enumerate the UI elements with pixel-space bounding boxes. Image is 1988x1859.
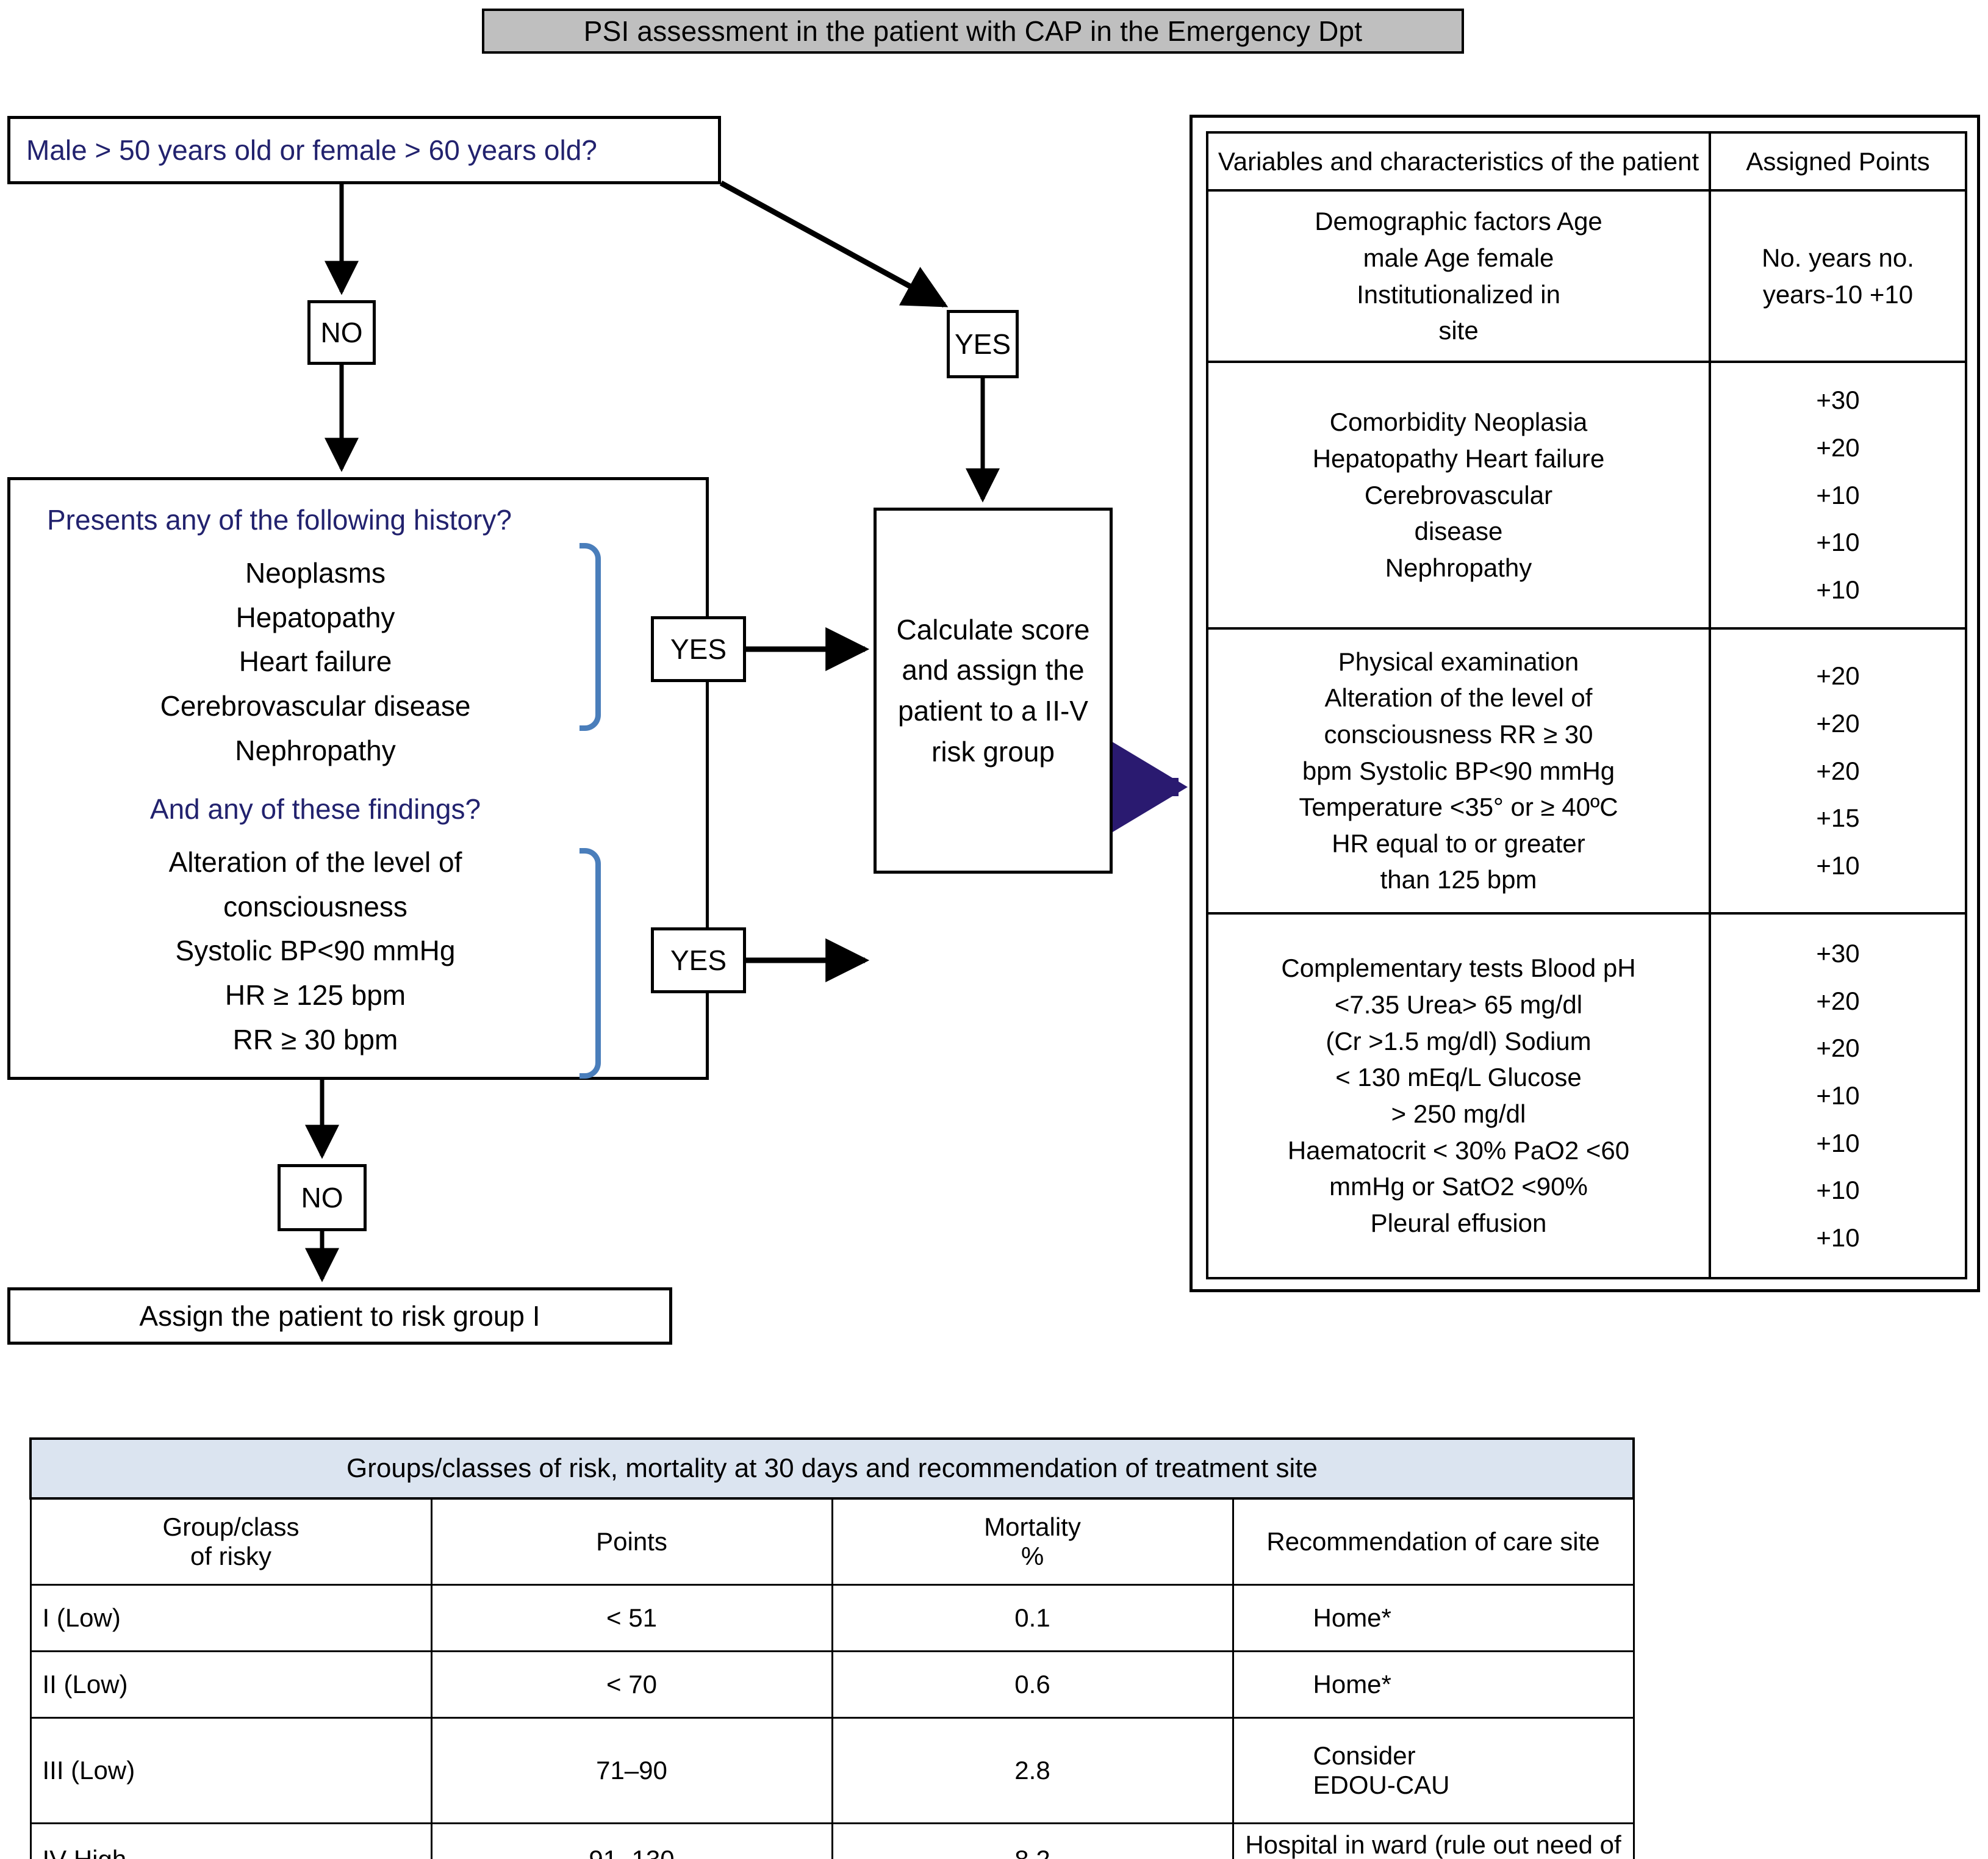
list-item: Nephropathy	[235, 734, 396, 766]
yes-label-box-findings: YES	[651, 927, 746, 993]
assign-risk-group-i-box: Assign the patient to risk group I	[7, 1287, 672, 1345]
risk-groups-table: Groups/classes of risk, mortality at 30 …	[29, 1437, 1635, 1859]
history-question-text: Presents any of the following history?	[47, 504, 512, 536]
list-item: Systolic BP<90 mmHg	[175, 935, 456, 967]
list-item: Neoplasms	[245, 557, 386, 589]
risk-row-recommendation: Home*	[1232, 1584, 1635, 1652]
history-bracket-icon	[580, 543, 601, 731]
risk-row-group: II (Low)	[29, 1650, 432, 1719]
column-header-group: Group/class of risky	[29, 1497, 432, 1586]
risk-row-points: 71–90	[430, 1717, 833, 1824]
points-row-demographic-variables: Demographic factors Age male Age female …	[1206, 189, 1711, 364]
table-row: IV High 91–130 8.2 Hospital in ward (rul…	[29, 1822, 1635, 1859]
table-row: Comorbidity Neoplasia Hepatopathy Heart …	[1206, 361, 1967, 630]
yes-label-box-top: YES	[947, 310, 1019, 378]
table-row: III (Low) 71–90 2.8 Consider EDOU-CAU	[29, 1717, 1635, 1824]
risk-row-recommendation: Hospital in ward (rule out need of ICU)	[1232, 1822, 1635, 1859]
risk-row-group: IV High	[29, 1822, 432, 1859]
list-item: HR ≥ 125 bpm	[224, 979, 406, 1012]
risk-row-recommendation: Consider EDOU-CAU	[1232, 1717, 1635, 1824]
history-items-list: Neoplasms Hepatopathy Heart failure Cere…	[10, 551, 620, 772]
question-age-text: Male > 50 years old or female > 60 years…	[26, 134, 597, 166]
list-item: RR ≥ 30 bpm	[232, 1023, 398, 1055]
no-label-box-1: NO	[307, 300, 376, 365]
points-row-comorbidity-variables: Comorbidity Neoplasia Hepatopathy Heart …	[1206, 361, 1711, 630]
table-row: Demographic factors Age male Age female …	[1206, 189, 1967, 364]
table-row: Group/class of risky Points Mortality % …	[29, 1497, 1635, 1586]
points-row-complementary-points: +30 +20 +20 +10 +10 +10 +10	[1709, 912, 1967, 1280]
points-header-variables: Variables and characteristics of the pat…	[1206, 131, 1711, 192]
table-row: I (Low) < 51 0.1 Home*	[29, 1584, 1635, 1652]
risk-table-banner: Groups/classes of risk, mortality at 30 …	[29, 1437, 1635, 1500]
risk-row-recommendation: Home*	[1232, 1650, 1635, 1719]
list-item: Cerebrovascular disease	[160, 690, 471, 722]
risk-row-points: 91–130	[430, 1822, 833, 1859]
risk-row-mortality: 2.8	[831, 1717, 1234, 1824]
points-row-complementary-variables: Complementary tests Blood pH <7.35 Urea>…	[1206, 912, 1711, 1280]
table-row: II (Low) < 70 0.6 Home*	[29, 1650, 1635, 1719]
table-row: Variables and characteristics of the pat…	[1206, 131, 1967, 192]
points-header-assigned: Assigned Points	[1709, 131, 1967, 192]
risk-row-group: I (Low)	[29, 1584, 432, 1652]
header-assigned-text: Assigned Points	[1746, 146, 1930, 176]
points-table-frame: Variables and characteristics of the pat…	[1190, 115, 1980, 1292]
points-row-physical-variables: Physical examination Alteration of the l…	[1206, 627, 1711, 915]
column-header-recommendation: Recommendation of care site	[1232, 1497, 1635, 1586]
table-row: Physical examination Alteration of the l…	[1206, 627, 1967, 915]
table-row: Groups/classes of risk, mortality at 30 …	[29, 1437, 1635, 1500]
column-header-points: Points	[430, 1497, 833, 1586]
list-item: Alteration of the level of	[168, 846, 462, 878]
risk-row-points: < 51	[430, 1584, 833, 1652]
findings-items-list: Alteration of the level of consciousness…	[10, 840, 620, 1062]
title-banner: PSI assessment in the patient with CAP i…	[482, 9, 1464, 54]
list-item: consciousness	[223, 890, 407, 922]
findings-bracket-icon	[580, 848, 601, 1079]
header-variables-text: Variables and characteristics of the pat…	[1218, 146, 1699, 176]
risk-row-points: < 70	[430, 1650, 833, 1719]
table-row: Complementary tests Blood pH <7.35 Urea>…	[1206, 912, 1967, 1280]
points-row-physical-points: +20 +20 +20 +15 +10	[1709, 627, 1967, 915]
yes-label-box-history: YES	[651, 616, 746, 682]
points-row-comorbidity-points: +30 +20 +10 +10 +10	[1709, 361, 1967, 630]
risk-row-mortality: 0.6	[831, 1650, 1234, 1719]
risk-row-mortality: 0.1	[831, 1584, 1234, 1652]
points-table: Variables and characteristics of the pat…	[1206, 131, 1967, 1280]
risk-row-mortality: 8.2	[831, 1822, 1234, 1859]
list-item: Heart failure	[239, 645, 392, 678]
history-and-findings-panel: Presents any of the following history? N…	[7, 477, 709, 1080]
findings-question-text: And any of these findings?	[149, 793, 481, 825]
list-item: Hepatopathy	[235, 601, 395, 633]
calculate-score-box: Calculate score and assign the patient t…	[874, 508, 1113, 874]
question-age-box: Male > 50 years old or female > 60 years…	[7, 116, 721, 184]
page-title: PSI assessment in the patient with CAP i…	[484, 11, 1462, 51]
points-row-demographic-points: No. years no. years-10 +10	[1709, 189, 1967, 364]
risk-row-group: III (Low)	[29, 1717, 432, 1824]
column-header-mortality: Mortality %	[831, 1497, 1234, 1586]
no-label-box-2: NO	[278, 1164, 367, 1231]
